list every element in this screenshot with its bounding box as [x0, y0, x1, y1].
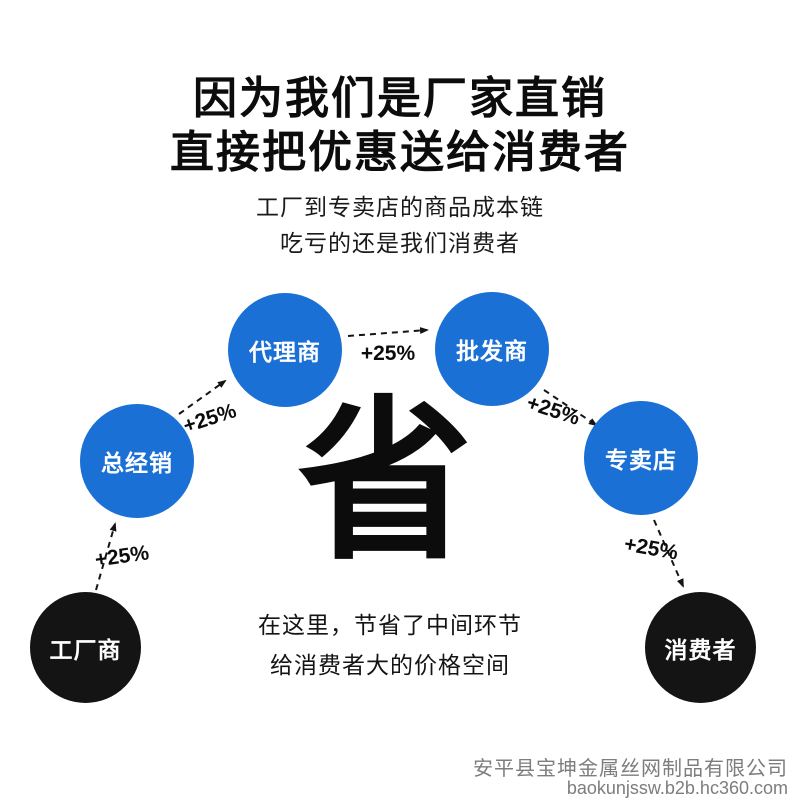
chain-node-distributor: 总经销	[80, 404, 194, 518]
markup-label-factory-distributor: +25%	[93, 541, 151, 572]
headline-line-2: 直接把优惠送给消费者	[170, 128, 630, 177]
chain-node-wholesaler-label: 批发商	[456, 338, 528, 364]
chain-node-store-label: 专卖店	[605, 447, 677, 473]
chain-node-agent: 代理商	[228, 293, 342, 407]
save-character: 省	[297, 385, 473, 581]
chain-node-factory-label: 工厂商	[49, 636, 122, 663]
chain-node-factory: 工厂商	[30, 592, 141, 703]
subtitle-line-1: 工厂到专卖店的商品成本链	[256, 194, 544, 220]
chain-node-wholesaler: 批发商	[435, 292, 549, 406]
subtitle-line-2: 吃亏的还是我们消费者	[280, 230, 520, 256]
chain-node-store: 专卖店	[584, 401, 698, 515]
arrow-agent-to-wholesaler	[347, 327, 429, 337]
note-line-1: 在这里，节省了中间环节	[258, 612, 522, 638]
markup-label-wholesaler-store: +25%	[523, 391, 583, 430]
watermark-company-name: 安平县宝坤金属丝网制品有限公司	[473, 758, 788, 780]
headline-line-1: 因为我们是厂家直销	[193, 74, 607, 123]
markup-label-agent-wholesaler: +25%	[360, 342, 416, 365]
chain-node-consumer-label: 消费者	[664, 636, 737, 663]
markup-label-store-consumer: +25%	[622, 532, 680, 565]
chain-node-distributor-label: 总经销	[101, 450, 173, 476]
note-line-2: 给消费者大的价格空间	[270, 652, 510, 678]
watermark-url: baokunjssw.b2b.hc360.com	[566, 778, 788, 798]
markup-label-distributor-agent: +25%	[180, 399, 240, 438]
chain-node-agent-label: 代理商	[249, 339, 321, 365]
chain-node-consumer: 消费者	[645, 592, 756, 703]
